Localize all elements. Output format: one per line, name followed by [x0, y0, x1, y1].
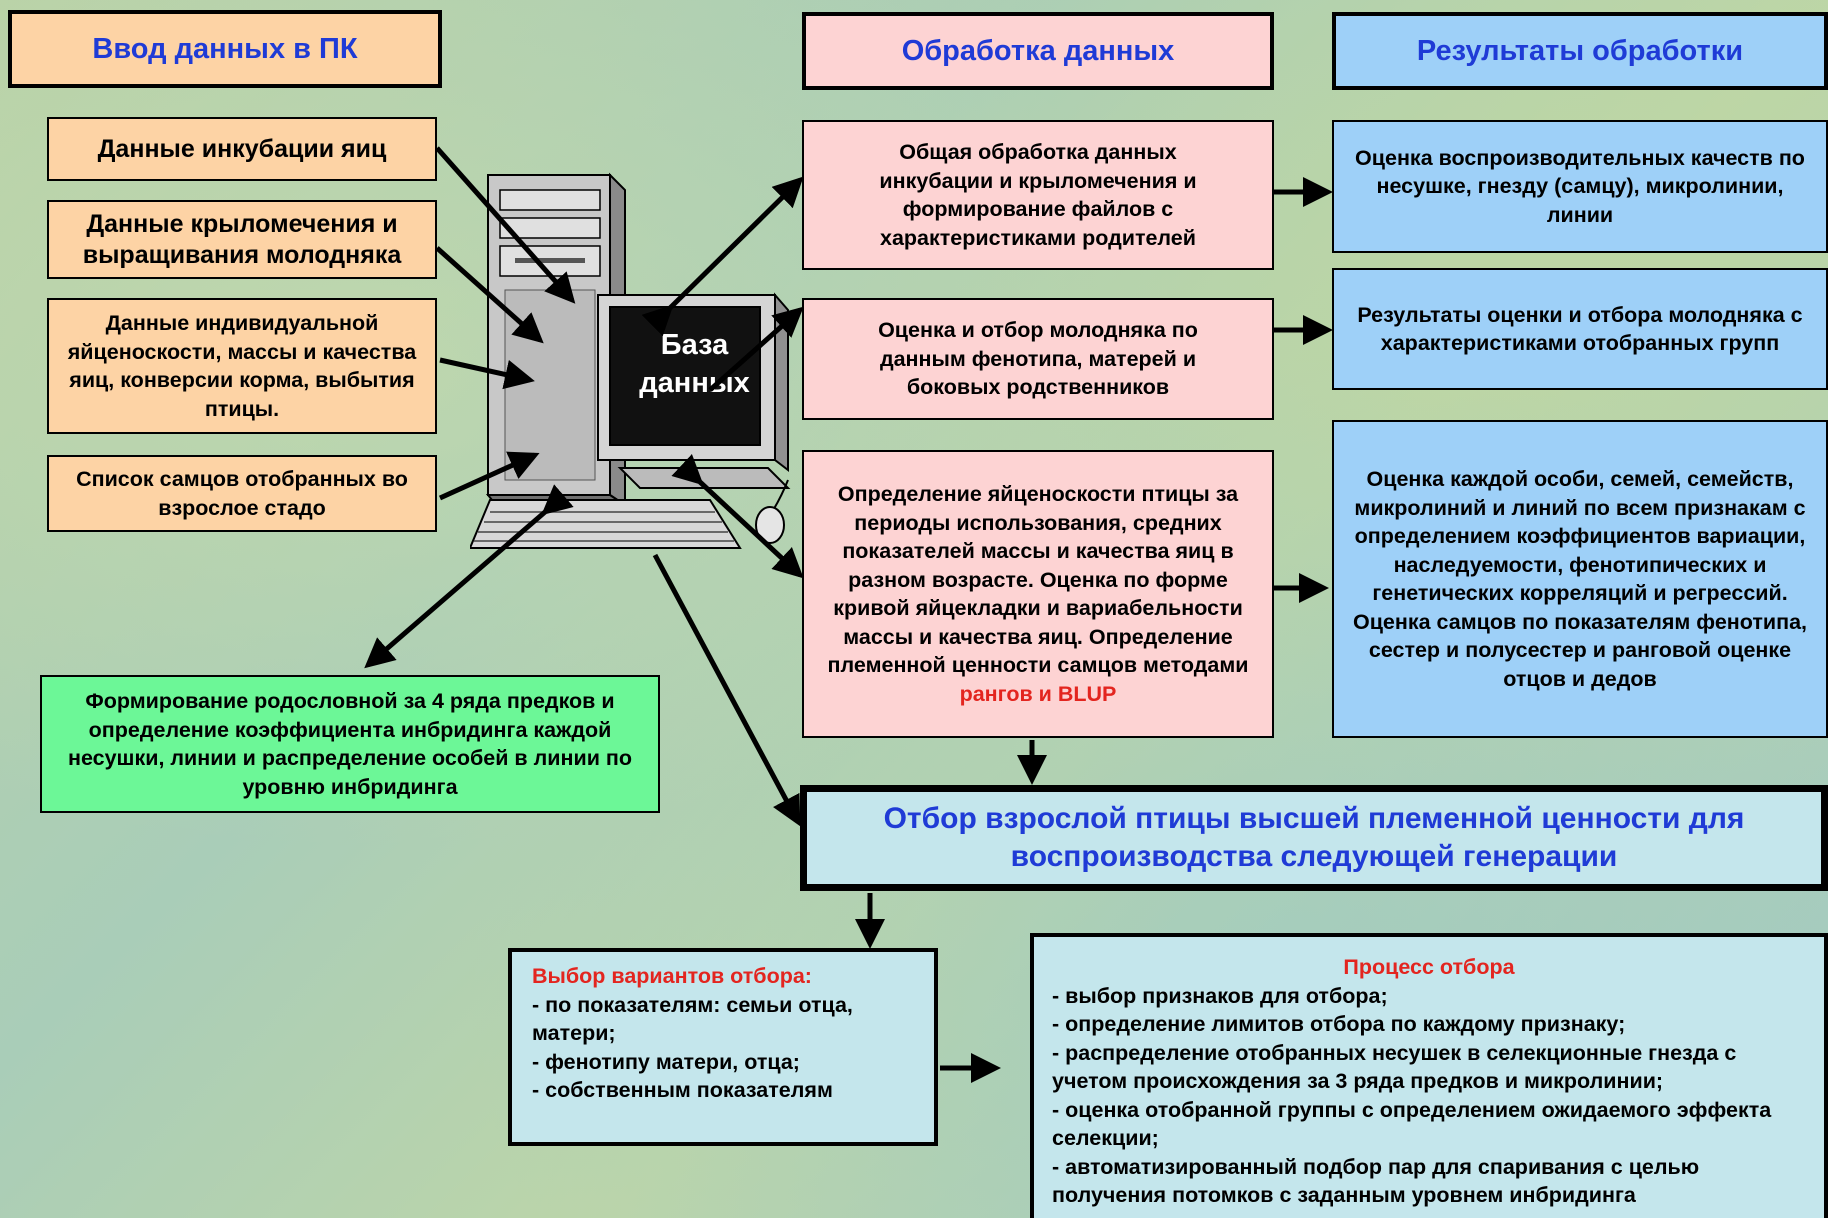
variants-box: Выбор вариантов отбора: - по показателям… [508, 948, 938, 1146]
result-box-assessment-text: Оценка каждой особи, семей, семейств, ми… [1352, 467, 1808, 691]
process-line: - определение лимитов отбора по каждому … [1052, 1012, 1626, 1036]
header-results: Результаты обработки [1332, 12, 1828, 90]
selection-box-text: Отбор взрослой птицы высшей племенной це… [883, 802, 1745, 873]
processing-box-egg-production-main: Определение яйценоскости птицы за период… [827, 482, 1249, 677]
processing-box-young-text: Оценка и отбор молодняка по данным фенот… [878, 318, 1198, 400]
processing-box-general: Общая обработка данных инкубации и крыло… [802, 120, 1274, 270]
result-box-assessment: Оценка каждой особи, семей, семейств, ми… [1332, 420, 1828, 738]
arrow-males-to-pc [438, 451, 540, 501]
pedigree-box: Формирование родословной за 4 ряда предк… [40, 675, 660, 813]
arrow-pc-p3 [671, 453, 804, 579]
result-box-reproductive-text: Оценка воспроизводительных качеств по не… [1355, 145, 1805, 227]
input-box-incubation-text: Данные инкубации яиц [97, 134, 387, 163]
processing-box-egg-production-text: Определение яйценоскости птицы за период… [818, 480, 1258, 708]
arrow-pc-p1 [641, 176, 804, 337]
process-line: - распределение отобранных несушек в сел… [1052, 1040, 1737, 1094]
input-box-egg-production-text: Данные индивидуальной яйценоскости, масс… [67, 311, 417, 421]
input-box-incubation: Данные инкубации яиц [47, 117, 437, 181]
processing-box-egg-production: Определение яйценоскости птицы за период… [802, 450, 1274, 738]
input-box-males-list-text: Список самцов отобранных во взрослое ста… [76, 467, 408, 520]
arrow-incubation-to-pc [435, 146, 576, 304]
variants-line: - собственным показателям [532, 1078, 833, 1102]
processing-box-general-text: Общая обработка данных инкубации и крыло… [879, 140, 1197, 250]
process-line: - выбор признаков для отбора; [1052, 983, 1388, 1008]
process-line: - автоматизированный подбор пар для спар… [1052, 1154, 1700, 1208]
input-box-egg-production: Данные индивидуальной яйценоскости, масс… [47, 298, 437, 434]
process-line: - оценка отобранной группы с определение… [1052, 1097, 1772, 1151]
pedigree-box-text: Формирование родословной за 4 ряда предк… [67, 689, 633, 799]
arrow-pc-p2 [708, 306, 804, 392]
arrow-pc-selection [652, 553, 801, 827]
process-box: Процесс отбора - выбор признаков для отб… [1030, 933, 1828, 1218]
arrow-eggprod-to-pc [439, 357, 535, 390]
variants-line: - по показателям: семьи отца, матери; [532, 992, 853, 1046]
input-box-wingbanding-text: Данные крыломечения и выращивания молодн… [82, 209, 402, 269]
input-box-males-list: Список самцов отобранных во взрослое ста… [47, 455, 437, 532]
result-box-young-selection: Результаты оценки и отбора молодняка с х… [1332, 268, 1828, 390]
selection-box: Отбор взрослой птицы высшей племенной це… [800, 785, 1828, 891]
variants-box-title: Выбор вариантов отбора: [532, 964, 812, 988]
processing-box-young: Оценка и отбор молодняка по данным фенот… [802, 298, 1274, 420]
processing-box-egg-production-red: рангов и BLUP [959, 681, 1117, 706]
arrow-wingbanding-to-pc [435, 246, 544, 344]
arrow-pc-pedigree [364, 484, 574, 669]
result-box-reproductive: Оценка воспроизводительных качеств по не… [1332, 120, 1828, 253]
input-box-wingbanding: Данные крыломечения и выращивания молодн… [47, 200, 437, 279]
header-input: Ввод данных в ПК [8, 10, 442, 88]
result-box-young-selection-text: Результаты оценки и отбора молодняка с х… [1357, 302, 1803, 356]
header-processing: Обработка данных [802, 12, 1274, 90]
process-box-title: Процесс отбора [1343, 955, 1515, 979]
variants-line: - фенотипу матери, отца; [532, 1049, 800, 1074]
